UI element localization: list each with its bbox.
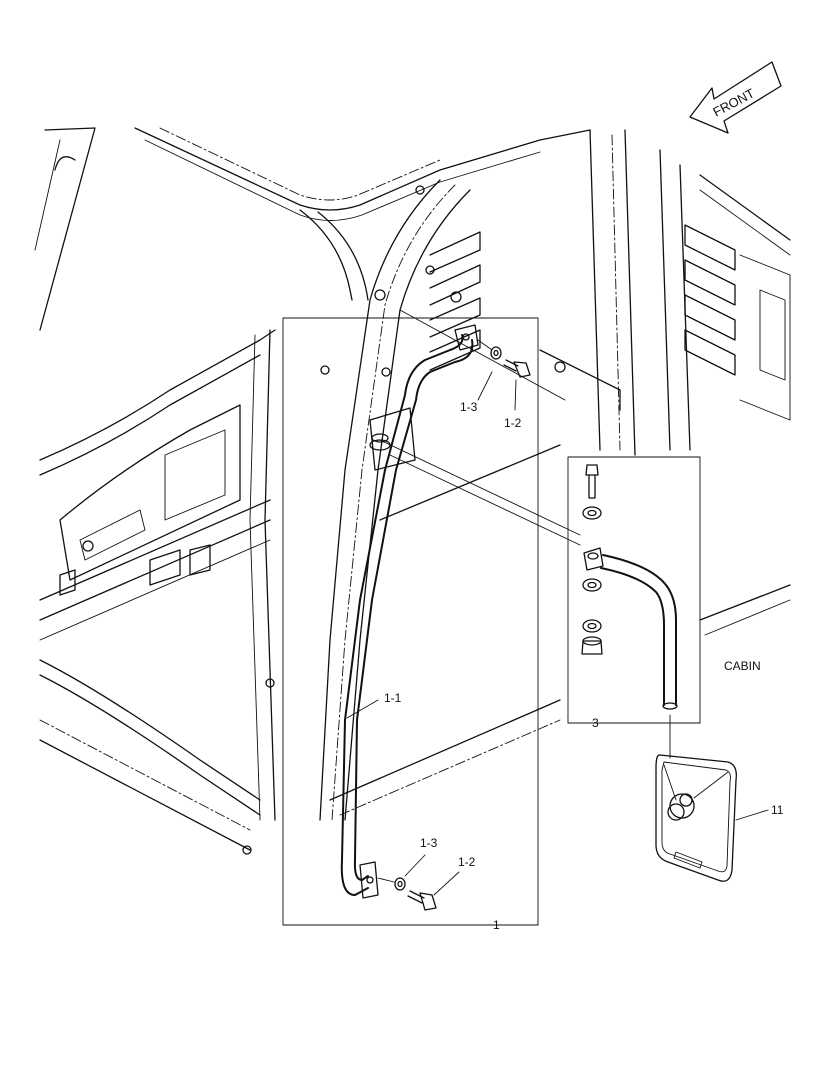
mirror-stay xyxy=(379,309,678,759)
cabin-frame xyxy=(34,127,791,855)
callout-11: 11 xyxy=(771,803,784,817)
callout-3: 3 xyxy=(592,716,599,730)
callout-1-3-lower: 1-3 xyxy=(420,836,438,850)
front-arrow: FRONT xyxy=(689,61,782,134)
callout-1-2-upper: 1-2 xyxy=(504,416,522,430)
cabin-label: CABIN xyxy=(724,659,761,673)
callout-1: 1 xyxy=(493,918,500,932)
callout-1-1: 1-1 xyxy=(384,691,402,705)
rear-mirror xyxy=(655,754,737,882)
lower-fasteners xyxy=(377,877,437,911)
callout-1-3-upper: 1-3 xyxy=(460,400,478,414)
grab-rail xyxy=(340,324,479,899)
upper-fasteners xyxy=(477,339,531,378)
callout-1-2-lower: 1-2 xyxy=(458,855,476,869)
leader-lines xyxy=(346,371,769,926)
